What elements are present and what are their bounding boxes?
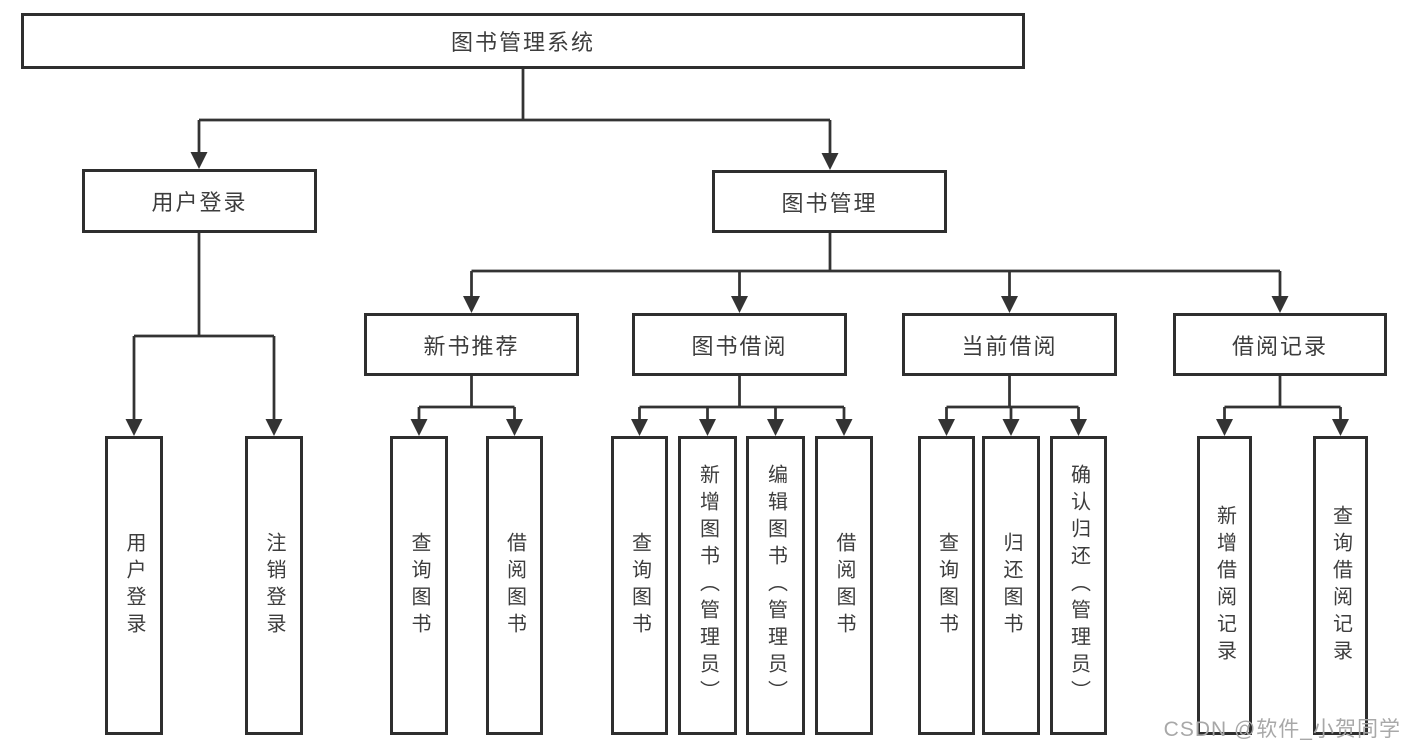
node-label: 新增借阅记录	[1213, 504, 1236, 667]
node-label: 当前借阅	[961, 333, 1058, 359]
node-label: 注销登录	[263, 531, 285, 640]
leaf-edit-book-admin: 编辑图书（管理员）	[746, 436, 805, 735]
connector-borrow-to-leaves	[638, 376, 846, 420]
leaf-query-borrow-record: 查询借阅记录	[1313, 436, 1368, 735]
leaf-query-books-current: 查询图书	[918, 436, 975, 735]
node-label: 归还图书	[1000, 531, 1022, 640]
leaf-query-books-recommend: 查询图书	[390, 436, 448, 735]
node-label: 图书管理	[781, 190, 878, 216]
node-label: 借阅图书	[503, 531, 526, 640]
connector-userlogin-to-leaves	[132, 233, 276, 421]
node-book-borrow: 图书借阅	[632, 313, 847, 376]
csdn-watermark: CSDN @软件_小贺同学	[1163, 718, 1401, 741]
node-label: 用户登录	[151, 190, 248, 215]
leaf-confirm-return-admin: 确认归还（管理员）	[1050, 436, 1107, 735]
node-borrow-records: 借阅记录	[1173, 313, 1387, 376]
node-label: 新书推荐	[423, 333, 520, 359]
node-current-borrow: 当前借阅	[902, 313, 1117, 376]
leaf-add-borrow-record: 新增借阅记录	[1197, 436, 1252, 735]
node-label: 查询图书	[935, 531, 958, 640]
connector-root-to-level2	[197, 69, 832, 155]
leaf-borrow-books: 借阅图书	[815, 436, 873, 735]
node-root-library-system: 图书管理系统	[21, 13, 1025, 69]
leaf-add-book-admin: 新增图书（管理员）	[678, 436, 737, 735]
node-label: 借阅图书	[833, 531, 855, 640]
connector-bookmgmt-to-level3	[470, 233, 1282, 297]
node-label: 图书管理系统	[450, 30, 595, 55]
node-label: 编辑图书（管理员）	[764, 464, 787, 707]
leaf-user-login: 用户登录	[105, 436, 163, 735]
connector-current-to-leaves	[945, 376, 1080, 420]
connector-records-to-leaves	[1223, 376, 1342, 420]
node-user-login: 用户登录	[82, 169, 317, 233]
node-label: 查询借阅记录	[1329, 504, 1352, 667]
node-label: 确认归还（管理员）	[1067, 464, 1090, 707]
node-label: 查询图书	[628, 531, 651, 640]
leaf-borrow-books-recommend: 借阅图书	[486, 436, 543, 735]
node-new-book-recommend: 新书推荐	[364, 313, 579, 376]
connector-recommend-to-leaves	[417, 376, 516, 420]
node-label: 用户登录	[123, 531, 145, 640]
leaf-return-book: 归还图书	[982, 436, 1040, 735]
node-label: 新增图书（管理员）	[696, 464, 719, 707]
node-label: 图书借阅	[691, 333, 788, 359]
node-label: 查询图书	[408, 531, 430, 640]
node-label: 借阅记录	[1231, 333, 1328, 359]
node-book-management: 图书管理	[712, 170, 947, 233]
leaf-logout: 注销登录	[245, 436, 303, 735]
leaf-query-books-borrow: 查询图书	[611, 436, 668, 735]
